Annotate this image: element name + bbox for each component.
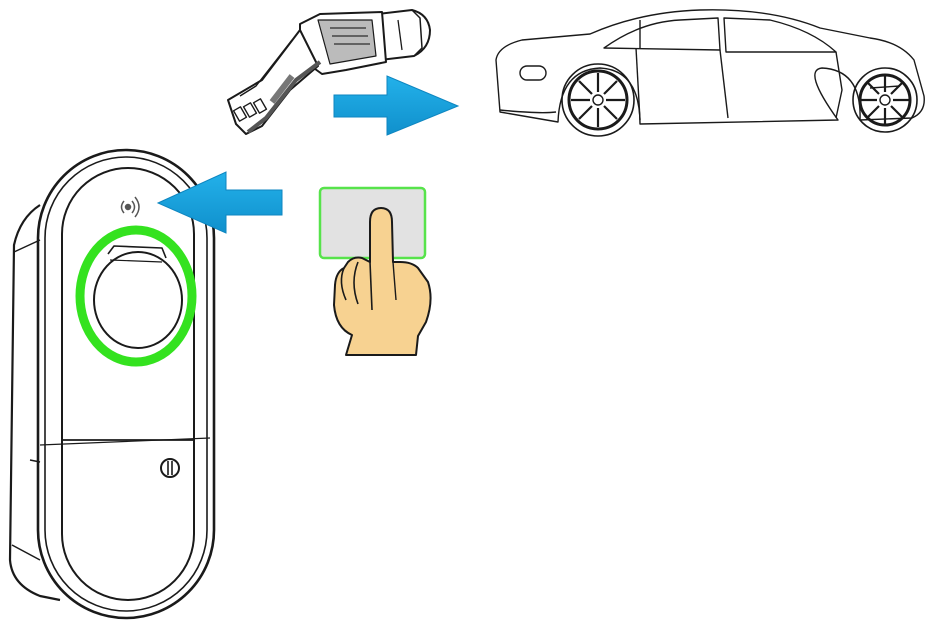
wall-charger xyxy=(8,148,216,620)
charging-connector xyxy=(227,9,431,135)
socket-highlight-ring xyxy=(75,225,197,367)
rfid-reader-icon xyxy=(120,196,140,218)
arrow-to-charger xyxy=(156,171,283,234)
car-front-wheel xyxy=(561,63,635,137)
car-rear-wheel xyxy=(852,67,918,133)
electric-car xyxy=(495,9,925,137)
key-lock-icon xyxy=(160,458,180,478)
charger-front-panel xyxy=(61,167,195,601)
hand-icon xyxy=(333,207,432,356)
charger-outer-shell xyxy=(36,148,216,620)
plug-nozzle xyxy=(377,9,431,61)
arrow-to-car xyxy=(333,75,460,136)
charging-socket xyxy=(75,225,197,367)
charger-side xyxy=(8,204,61,602)
rfid-card-with-hand xyxy=(318,186,432,356)
